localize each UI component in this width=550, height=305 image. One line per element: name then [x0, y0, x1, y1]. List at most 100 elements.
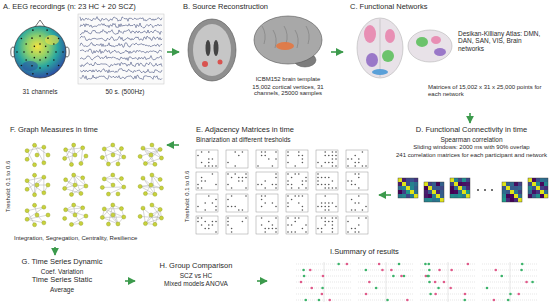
adjacency-matrix [346, 194, 368, 212]
summary-dot [365, 293, 368, 296]
adjacency-dot [321, 217, 323, 219]
graph-node [42, 145, 46, 149]
adjacency-dot [302, 209, 304, 211]
adjacency-dot [335, 206, 337, 208]
adjacency-dot [275, 173, 277, 175]
matrix-cell [402, 194, 406, 198]
adjacency-dot [231, 206, 233, 208]
summary-row [358, 276, 414, 277]
adjacency-dot [227, 224, 229, 226]
adjacency-dot [324, 217, 326, 219]
adjacency-dot [275, 231, 277, 233]
matrix-cell [514, 182, 518, 186]
graph-node [33, 203, 37, 207]
matrix-cell [506, 198, 510, 202]
matrix-cell [428, 182, 432, 186]
matrix-cell [506, 194, 510, 198]
panel-text: Mixed models ANOVA [136, 280, 256, 287]
summary-dot [467, 263, 470, 266]
graph-node [158, 207, 162, 211]
summary-dot [375, 287, 378, 290]
graph-node [79, 161, 83, 165]
matrix-cell [406, 186, 410, 190]
adjacency-dot [287, 224, 289, 226]
adjacency-dot [351, 228, 353, 230]
adjacency-dot [317, 162, 319, 164]
adjacency-dot [328, 202, 330, 204]
graph-edge [143, 208, 145, 223]
adjacency-dot [197, 221, 199, 223]
graph-node [143, 192, 147, 196]
graph-node [72, 143, 76, 147]
matrix-cell [402, 178, 406, 182]
adjacency-dot [212, 202, 214, 204]
adjacency-dot [294, 231, 296, 233]
eeg-trace [80, 23, 162, 28]
electrode-dot [39, 59, 41, 61]
panel: C. Functional NetworksDesikan-Killiany A… [344, 0, 550, 112]
brain-gyrus [262, 26, 265, 44]
adjacency-matrix [346, 172, 368, 190]
summary-dot [521, 263, 524, 266]
summary-dot [310, 287, 313, 290]
matrix-cell [502, 186, 506, 190]
summary-dot [531, 281, 534, 284]
electrode-dot [45, 46, 47, 48]
adjacency-dot [298, 173, 300, 175]
adjacency-dot [324, 209, 326, 211]
matrix-cell [402, 190, 406, 194]
adjacency-dot [305, 224, 307, 226]
electrode-dot [21, 38, 23, 40]
graph-node [46, 213, 50, 217]
summary-dot [493, 299, 496, 302]
correlation-matrix [450, 178, 470, 198]
matrix-cell [544, 190, 548, 194]
adjacency-dot [201, 162, 203, 164]
summary-row [420, 282, 476, 283]
summary-row [358, 282, 414, 283]
matrix-cell [518, 182, 522, 186]
adjacency-dot [275, 187, 277, 189]
adjacency-dot [324, 151, 326, 153]
graph-node [64, 178, 68, 182]
graph-node [149, 153, 153, 157]
adjacency-dot [257, 184, 259, 186]
adjacency-dot [358, 202, 360, 204]
graph-node [158, 177, 162, 181]
graph-node [35, 183, 39, 187]
adjacency-dot [328, 206, 330, 208]
adjacency-matrix [286, 194, 308, 212]
adjacency-dot [264, 180, 266, 182]
brain-ventricle [214, 40, 219, 56]
adjacency-dot [362, 209, 364, 211]
adjacency-dot [324, 187, 326, 189]
adjacency-dot [332, 180, 334, 182]
graph-node [63, 186, 67, 190]
adjacency-dot [201, 151, 203, 153]
adjacency-dot [275, 158, 277, 160]
adjacency-dot [354, 155, 356, 157]
adjacency-dot [261, 224, 263, 226]
summary-row [296, 282, 352, 283]
adjacency-dot [291, 199, 293, 201]
matrix-cell [414, 186, 418, 190]
summary-dot [303, 275, 306, 278]
graph-node [141, 206, 145, 210]
adjacency-dot [245, 217, 247, 219]
eeg-trace [80, 56, 162, 61]
adjacency-dot [324, 202, 326, 204]
summary-row [296, 270, 352, 271]
matrix-cell [432, 190, 436, 194]
electrode-dot [23, 51, 25, 53]
adjacency-dot [212, 221, 214, 223]
flow-arrow [331, 51, 343, 53]
adjacency-dot [208, 195, 210, 197]
graph-node [141, 146, 145, 150]
graph-node [33, 223, 37, 227]
summary-dot [403, 275, 406, 278]
matrix-cell [410, 190, 414, 194]
matrix-cell [544, 182, 548, 186]
adjacency-matrix [196, 172, 218, 190]
network-region [385, 29, 395, 43]
summary-row [296, 288, 352, 289]
